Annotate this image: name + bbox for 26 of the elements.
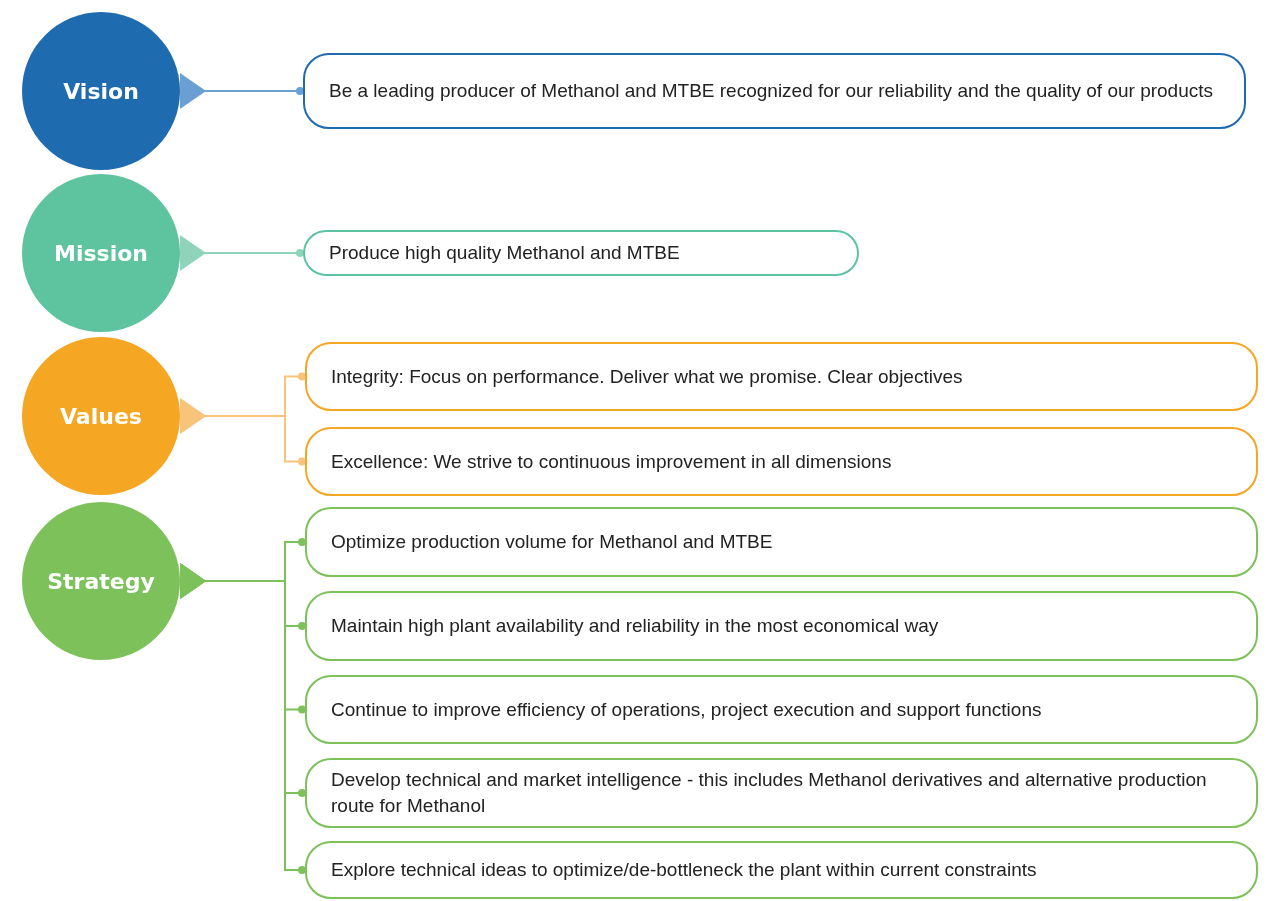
- statement-box: [305, 758, 1258, 828]
- statement-text: Continue to improve efficiency of operations, project execution and support functions: [331, 697, 1042, 722]
- statement-text: Integrity: Focus on performance. Deliver what we promise. Clear objectives: [331, 364, 963, 389]
- statement-text: Optimize production volume for Methanol and MTBE: [331, 530, 773, 554]
- statement-box: [303, 53, 1246, 129]
- statement-box: [303, 230, 859, 276]
- connector: [179, 563, 306, 874]
- statement-box: [305, 591, 1258, 661]
- statement-text: Produce high quality Methanol and MTBE: [329, 241, 680, 265]
- statement-text: Develop technical and market intelligence - this includes Methanol derivatives and alternative production route for Methanol: [331, 768, 1208, 818]
- connector: [179, 235, 304, 271]
- category-title: Values: [60, 403, 142, 429]
- connector: [179, 73, 304, 109]
- statement-text: Maintain high plant availability and reliability in the most economical way: [331, 614, 939, 638]
- connector: [179, 398, 306, 466]
- statement-box: [305, 675, 1258, 744]
- statement-box: [305, 342, 1258, 411]
- statement-text: Excellence: We strive to continuous improvement in all dimensions: [331, 449, 892, 474]
- category-title: Vision: [63, 78, 139, 104]
- statement-box: [305, 427, 1258, 496]
- category-title: Strategy: [47, 568, 155, 594]
- statement-box: [305, 507, 1258, 577]
- category-title: Mission: [54, 240, 148, 266]
- statement-text: Explore technical ideas to optimize/de-bottleneck the plant within current constraints: [331, 858, 1037, 882]
- statement-box: [305, 841, 1258, 899]
- statement-text: Be a leading producer of Methanol and MTBE recognized for our reliability and the quality of our products: [329, 79, 1213, 103]
